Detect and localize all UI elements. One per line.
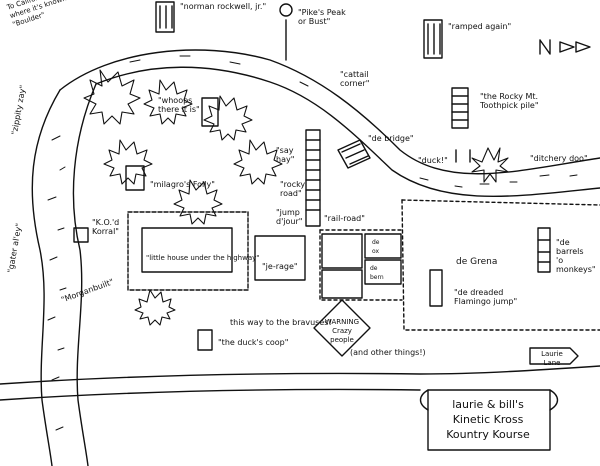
north-arrow-icon	[539, 39, 591, 55]
label-de-x-box: de ox	[372, 239, 380, 255]
label-rail-road: "rail-road"	[324, 214, 365, 223]
label-duck: "duck!"	[418, 156, 448, 165]
title-line-1: laurie & bill's	[452, 398, 524, 411]
label-jump-dujour: "jump d'jour"	[276, 208, 303, 226]
title-scroll	[419, 389, 559, 451]
label-warning: WARNING Crazy people	[324, 318, 360, 344]
label-pikes-peak: "Pike's Peak or Bust"	[298, 8, 346, 26]
label-norman-rockwell: "norman rockwell, jr."	[180, 2, 267, 11]
label-je-rage: "je-rage"	[262, 262, 298, 271]
river	[31, 49, 600, 466]
title-line-2: Kinetic Kross	[452, 413, 524, 426]
trees	[83, 69, 509, 326]
obstacles	[73, 1, 579, 365]
label-kod-korral: "K.O.'d Korral"	[92, 218, 120, 236]
label-other-things: (and other things!)	[350, 348, 426, 357]
title-line-3: Kountry Kourse	[446, 428, 530, 441]
label-rocky-road: "rocky road"	[280, 180, 306, 198]
label-cattail-corner: "cattail corner"	[340, 70, 370, 88]
label-dreaded-flamingo: "de dreaded Flamingo jump"	[454, 288, 518, 306]
label-de-bridge: "de bridge"	[368, 134, 414, 143]
label-ramped-again: "ramped again"	[448, 22, 512, 31]
label-little-house: "little house under the highway"	[146, 254, 260, 262]
label-laurie-lane: Laurie Lane	[541, 350, 563, 367]
roads	[0, 199, 600, 401]
enclosures	[127, 211, 402, 357]
label-ditchery-doo: "ditchery doo"	[530, 154, 588, 163]
label-say-hay: "say hay"	[276, 146, 295, 164]
label-milagros-folly: "milagro's Folly"	[150, 180, 215, 189]
label-whoops: "whoops there it is"	[158, 96, 200, 114]
label-de-grena: de Grena	[456, 257, 498, 267]
label-rocky-mtn: "the Rocky Mt. Toothpick pile"	[480, 92, 539, 110]
map-title: laurie & bill's Kinetic Kross Kountry Ko…	[429, 392, 547, 448]
label-de-bern: de bern	[370, 265, 384, 281]
label-ducks-coop: "the duck's coop"	[218, 338, 289, 347]
label-de-barrels: "de barrels 'o monkeys"	[556, 238, 596, 274]
label-this-way: this way to the bravuses!	[230, 318, 332, 327]
